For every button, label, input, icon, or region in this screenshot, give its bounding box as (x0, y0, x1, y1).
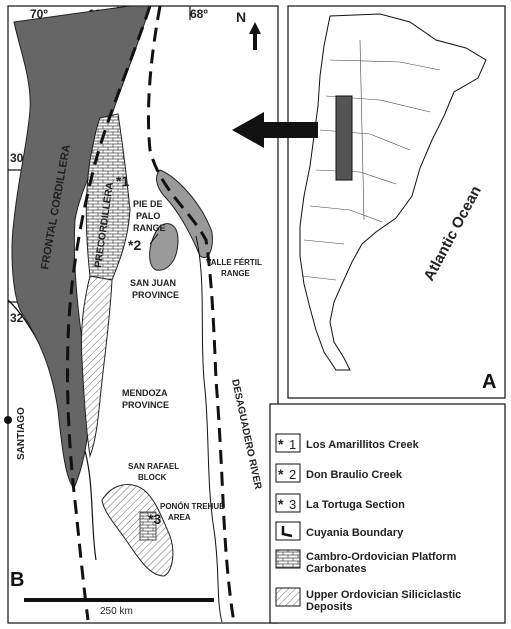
ponon-trehue-label-2: AREA (168, 513, 191, 522)
pie-de-palo-label-1: PIE DE (133, 199, 163, 209)
legend-carbonate-swatch (275, 549, 301, 569)
province-lines (301, 39, 441, 281)
legend-item-3: * 3 La Tortuga Section (275, 493, 405, 513)
panel-a-letter: A (482, 371, 496, 393)
legend-label-1: Los Amarillitos Creek (306, 439, 420, 451)
legend-label-2: Don Braulio Creek (306, 469, 403, 481)
pie-de-palo-label-3: RANGE (133, 223, 166, 233)
mendoza-label-1: MENDOZA (122, 388, 168, 398)
site-marker-2: *2 (128, 237, 141, 253)
legend-siliciclastic-swatch (275, 587, 301, 607)
scale-bar-label: 250 km (100, 606, 133, 617)
legend-symbol-star-2: * (278, 466, 284, 482)
desaguadero-label: DESAGUADERO RIVER (229, 378, 263, 491)
valle-fertil-label-2: RANGE (221, 269, 251, 278)
legend-boundary-symbol (281, 526, 293, 538)
north-arrow-label: N (236, 9, 246, 25)
legend-item-1: * 1 Los Amarillitos Creek (275, 433, 420, 453)
pie-de-palo-label-2: PALO (136, 211, 160, 221)
lon-68-label: 68º (190, 7, 208, 21)
precordillera-siliciclastic (80, 275, 113, 458)
legend-symbol-num-2: 2 (289, 467, 296, 482)
ponon-trehue-label-1: PONÓN TREHUÉ (160, 502, 225, 511)
north-arrow-icon (249, 22, 261, 50)
panel-b-letter: B (10, 569, 24, 591)
san-rafael-label-1: SAN RAFAEL (128, 462, 179, 471)
san-rafael-label-2: BLOCK (138, 473, 167, 482)
san-rafael-block-area (101, 484, 174, 577)
inset-study-area (335, 95, 353, 181)
site-marker-1: *1 (116, 173, 129, 189)
cuyania-boundary-east (146, 5, 236, 623)
site-2-pointer (149, 233, 159, 245)
santiago-marker (4, 416, 12, 424)
scale-bar: 250 km (24, 598, 214, 617)
legend-label-4: Cuyania Boundary (306, 527, 404, 539)
ponon-trehue-carbonates (139, 511, 157, 541)
legend-item-4: Cuyania Boundary (275, 521, 404, 541)
valle-fertil-label-1: VALLE FÉRTIL (206, 258, 262, 267)
san-juan-label-1: SAN JUAN (130, 278, 176, 288)
legend-symbol-num-1: 1 (289, 437, 296, 452)
legend-item-2: * 2 Don Braulio Creek (275, 463, 403, 483)
legend-symbol-num-3: 3 (289, 497, 296, 512)
mendoza-label-2: PROVINCE (122, 400, 169, 410)
legend-frame (269, 403, 506, 624)
cuyania-boundary-west (65, 5, 152, 621)
site-marker-3: *3 (148, 511, 161, 527)
valle-fertil-range-area (156, 169, 213, 258)
desaguadero-river (195, 235, 223, 623)
san-juan-label-2: PROVINCE (132, 290, 179, 300)
legend-symbol-star-3: * (278, 496, 284, 512)
legend-label-3: La Tortuga Section (306, 499, 405, 511)
legend-symbol-star-1: * (278, 436, 284, 452)
north-arrow: N (236, 9, 261, 50)
locator-arrow-icon (232, 112, 318, 148)
santiago-label: SANTIAGO (16, 407, 27, 460)
